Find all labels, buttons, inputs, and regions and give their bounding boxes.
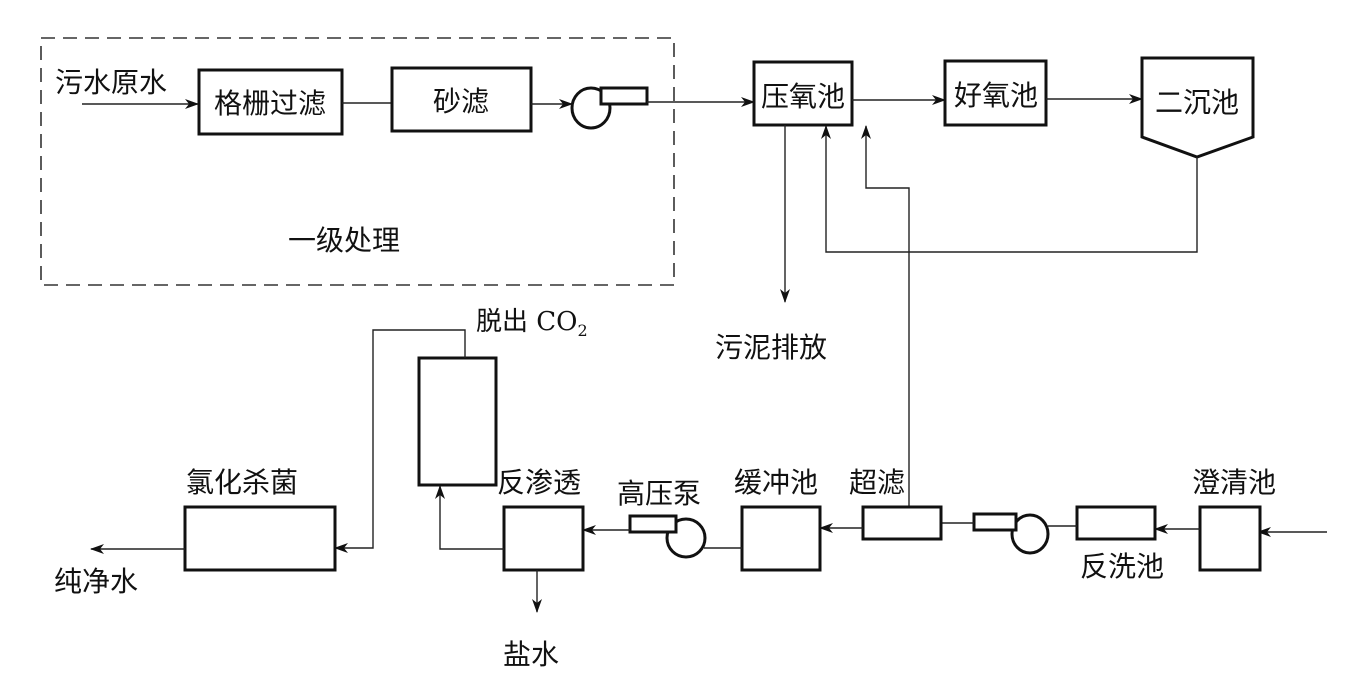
anoxic-tank-label: 压氧池 xyxy=(761,80,845,113)
sand-filter-label: 砂滤 xyxy=(433,85,489,118)
pump-icon xyxy=(972,512,1050,555)
ro-to-degasser-line xyxy=(435,485,504,550)
reverse-osmosis-box xyxy=(502,505,585,572)
clarify-tank-label: 澄清池 xyxy=(1192,466,1276,499)
buffer-tank-box xyxy=(740,505,822,572)
sludge-discharge-label: 污泥排放 xyxy=(715,331,827,364)
chlorination-box xyxy=(183,505,337,572)
grille-filter-box xyxy=(197,68,344,136)
ultrafilter-concentrate-line xyxy=(861,125,910,507)
chlorination-label: 氯化杀菌 xyxy=(186,466,298,499)
backwash-tank-label: 反洗池 xyxy=(1080,550,1164,583)
high-pressure-pump-icon xyxy=(628,514,707,559)
brine-label: 盐水 xyxy=(503,638,559,671)
ultrafilter-box xyxy=(861,505,943,541)
grille-filter-label: 格栅过滤 xyxy=(214,87,326,120)
degas-label: 脱出 CO2 xyxy=(476,307,588,340)
reverse-osmosis-label: 反渗透 xyxy=(497,466,581,499)
pump-icon xyxy=(570,86,649,130)
raw-sewage-label: 污水原水 xyxy=(55,66,167,99)
aerobic-tank-box xyxy=(943,59,1048,127)
sand-filter-box xyxy=(390,66,533,133)
degasser-column-box xyxy=(417,356,498,487)
secondary-clarifier-label: 二沉池 xyxy=(1155,86,1239,119)
ultrafilter-label: 超滤 xyxy=(849,466,905,499)
aerobic-tank-label: 好氧池 xyxy=(954,79,1038,112)
primary-treatment-region xyxy=(40,37,675,286)
sludge-return-line xyxy=(821,125,1198,253)
buffer-tank-label: 缓冲池 xyxy=(734,466,818,499)
degasser-to-chlorination-line xyxy=(334,329,466,553)
backwash-tank-box xyxy=(1075,505,1157,541)
secondary-clarifier-shape xyxy=(1140,56,1255,159)
clarify-tank-box xyxy=(1198,505,1262,572)
product-water-label: 纯净水 xyxy=(54,565,138,598)
high-pressure-pump-label: 高压泵 xyxy=(617,477,701,510)
primary-treatment-label: 一级处理 xyxy=(288,224,400,257)
anoxic-tank-box xyxy=(752,60,854,127)
